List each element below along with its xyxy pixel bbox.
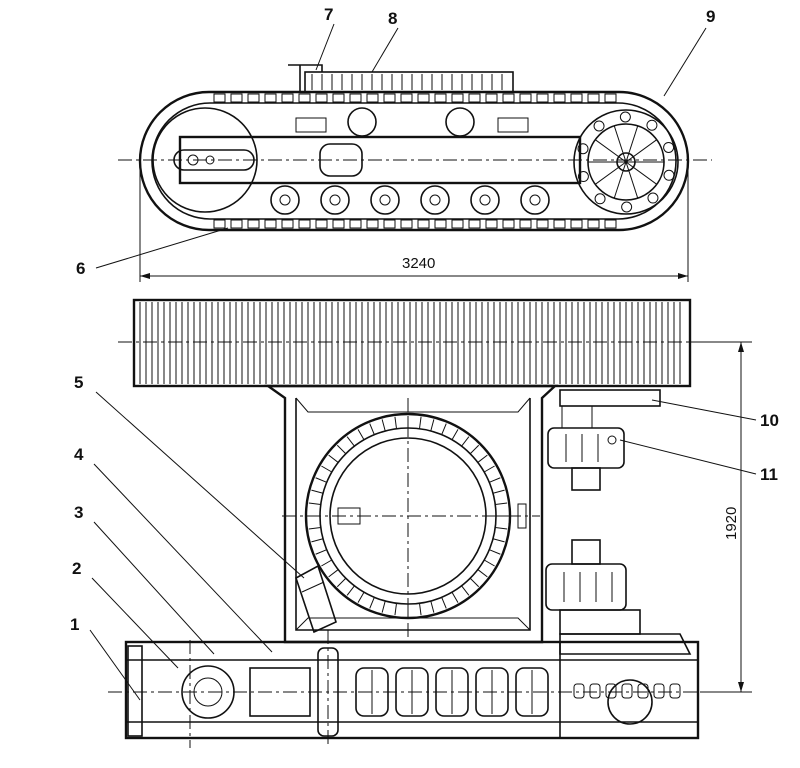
track-chain-inner [151,102,677,220]
inclined-cylinder [295,564,337,634]
base-height-value: 1920 [723,507,740,540]
label-5: 5 [74,373,83,392]
label-3: 3 [74,503,83,522]
slewing-drive-upper [547,389,661,491]
label-2: 2 [72,559,81,578]
carrier-roller-right [445,107,475,137]
label-7: 7 [324,5,333,24]
top-handle [288,64,323,92]
slewing-drive-lower [545,539,692,655]
track-links [213,93,617,229]
track-length-value: 3240 [402,255,435,272]
slewing-ring-gear [132,298,692,388]
label-4: 4 [74,445,84,464]
carrier-roller-left [347,107,377,137]
label-8: 8 [388,9,397,28]
leader-lines [89,23,757,701]
track-rollers [270,185,550,215]
label-1: 1 [70,615,79,634]
drive-sprocket [573,109,679,215]
carrier-bracket-right [497,117,529,133]
top-platform [304,71,514,93]
label-10: 10 [760,411,779,430]
dimension-base-height: 1920 [690,341,752,693]
crawler-track-assembly [118,64,712,232]
label-6: 6 [76,259,85,278]
lower-track-side [108,630,745,748]
platform-slats [311,74,503,90]
carrier-bracket-left [295,117,327,133]
label-9: 9 [706,7,715,26]
slewing-bearing [282,398,540,640]
dimension-track-length: 3240 [139,160,689,282]
label-11: 11 [760,465,778,484]
